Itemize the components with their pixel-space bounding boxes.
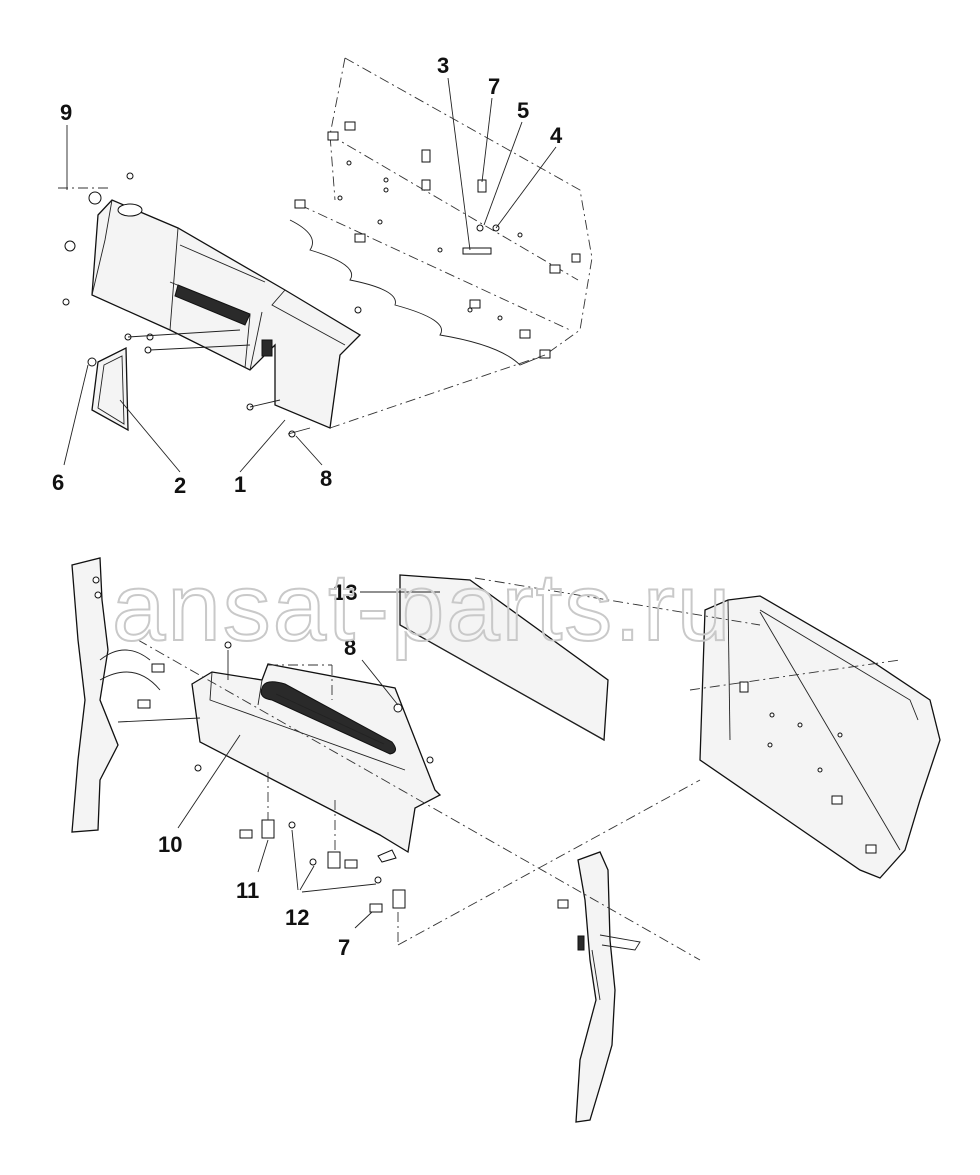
felt-strip — [399, 574, 609, 742]
watermark-text: ansat-parts.ru — [112, 554, 732, 661]
callout-1: 1 — [234, 472, 246, 497]
lower-trim-panel — [191, 663, 442, 854]
bottom-fasteners — [194, 641, 434, 913]
right-pillar — [557, 851, 641, 1123]
callout-13: 13 — [333, 580, 357, 605]
left-pillar — [71, 557, 165, 833]
top-leaders — [63, 77, 557, 473]
callout-11: 11 — [236, 878, 259, 903]
top-assembly — [58, 57, 593, 438]
callout-3: 3 — [437, 53, 449, 78]
console-assembly — [88, 191, 362, 429]
callout-12: 12 — [285, 905, 309, 930]
callout-7-bottom: 7 — [338, 935, 350, 960]
callout-9: 9 — [60, 100, 72, 125]
callout-4: 4 — [550, 123, 563, 148]
callout-7-top: 7 — [488, 74, 500, 99]
callout-5: 5 — [517, 98, 529, 123]
side-cover-panel — [91, 346, 129, 432]
bottom-assembly — [71, 557, 941, 1123]
callout-6: 6 — [52, 470, 64, 495]
bottom-callouts: 13 8 10 11 12 7 — [158, 580, 357, 960]
callout-2: 2 — [174, 473, 186, 498]
wall-brackets — [294, 121, 581, 359]
callout-8-bottom: 8 — [344, 635, 356, 660]
callout-8-top: 8 — [320, 466, 332, 491]
right-wall — [699, 595, 941, 879]
callout-10: 10 — [158, 832, 182, 857]
top-callouts: 9 3 7 5 4 6 2 1 8 — [52, 53, 563, 498]
bottom-leaders — [177, 591, 440, 929]
